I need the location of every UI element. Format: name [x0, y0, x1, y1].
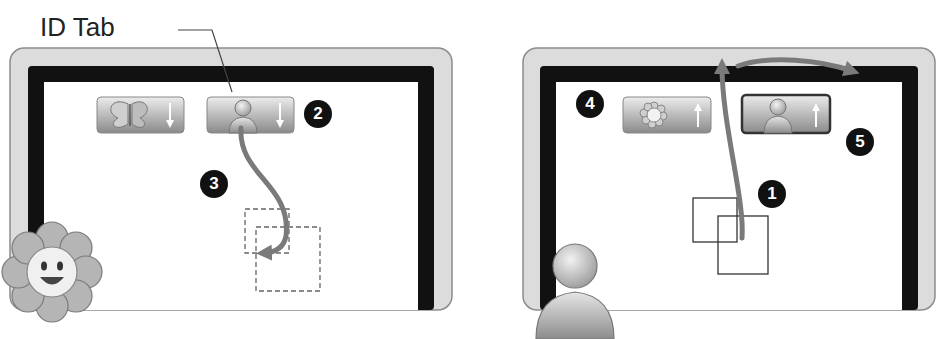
- id-tab-selected: [742, 95, 830, 133]
- id-tab: [623, 97, 711, 133]
- display-frame: [523, 48, 935, 310]
- callout-number: 2: [305, 101, 331, 127]
- drag-arrow: [722, 66, 742, 238]
- window-outline: [693, 198, 737, 242]
- person-avatar: [536, 244, 614, 339]
- callout-number: 1: [759, 181, 785, 207]
- callout-disc: [200, 90, 874, 208]
- leader-line: [178, 30, 232, 92]
- drag-arrow: [738, 60, 852, 71]
- flower-avatar: [2, 222, 102, 322]
- callout-number: 5: [847, 129, 873, 155]
- drag-arrow: [241, 128, 287, 253]
- callout-number: 3: [201, 171, 227, 197]
- id-tab: [97, 97, 184, 133]
- id-tab: [207, 97, 294, 133]
- part-label: ID Tab: [40, 12, 115, 43]
- callout-number: 4: [577, 91, 603, 117]
